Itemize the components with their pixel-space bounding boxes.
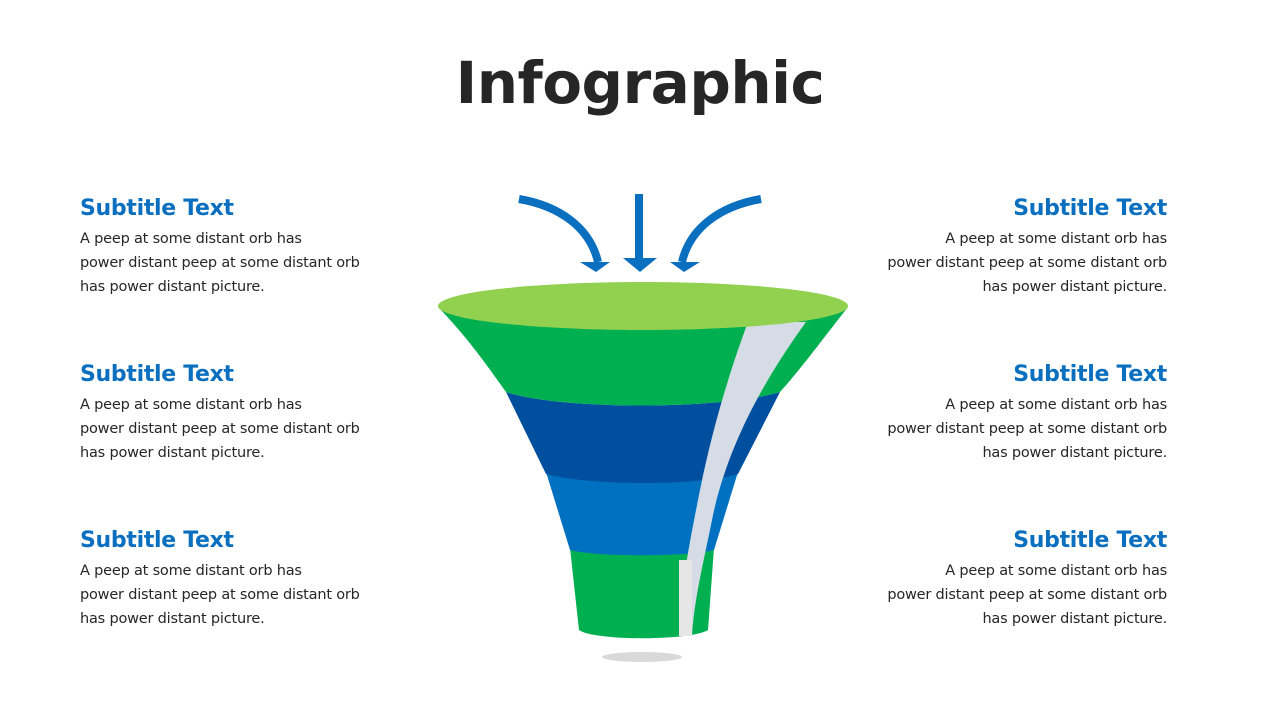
- left-block-2: Subtitle Text A peep at some distant orb…: [80, 361, 380, 465]
- right-block-3: Subtitle Text A peep at some distant orb…: [867, 527, 1167, 631]
- left-block-3-description: A peep at some distant orb has power dis…: [80, 559, 380, 631]
- right-block-2-description: A peep at some distant orb has power dis…: [867, 393, 1167, 465]
- desc-line: has power distant picture.: [80, 279, 265, 295]
- desc-line: has power distant picture.: [80, 611, 265, 627]
- desc-line: power distant peep at some distant orb: [80, 255, 360, 271]
- funnel-band-lower-mid: [546, 472, 738, 556]
- desc-line: power distant peep at some distant orb: [80, 421, 360, 437]
- right-block-3-description: A peep at some distant orb has power dis…: [867, 559, 1167, 631]
- desc-line: has power distant picture.: [982, 279, 1167, 295]
- desc-line: A peep at some distant orb has: [80, 231, 302, 247]
- arrow-curved-left-down-icon: [670, 195, 762, 272]
- desc-line: has power distant picture.: [80, 445, 265, 461]
- desc-line: has power distant picture.: [982, 611, 1167, 627]
- funnel-shadow: [602, 652, 682, 662]
- right-block-2: Subtitle Text A peep at some distant orb…: [867, 361, 1167, 465]
- desc-line: power distant peep at some distant orb: [887, 587, 1167, 603]
- left-block-3: Subtitle Text A peep at some distant orb…: [80, 527, 380, 631]
- desc-line: power distant peep at some distant orb: [887, 255, 1167, 271]
- left-block-2-description: A peep at some distant orb has power dis…: [80, 393, 380, 465]
- arrow-down-icon: [623, 194, 657, 272]
- desc-line: A peep at some distant orb has: [945, 231, 1167, 247]
- left-block-1-subtitle: Subtitle Text: [80, 196, 234, 221]
- funnel-highlight-lower: [679, 560, 692, 636]
- desc-line: A peep at some distant orb has: [945, 563, 1167, 579]
- desc-line: has power distant picture.: [982, 445, 1167, 461]
- funnel-band-bottom: [570, 548, 714, 639]
- right-block-1-subtitle: Subtitle Text: [1013, 196, 1167, 221]
- right-block-1-description: A peep at some distant orb has power dis…: [867, 227, 1167, 299]
- page-title: Infographic: [455, 49, 825, 117]
- left-block-1-description: A peep at some distant orb has power dis…: [80, 227, 380, 299]
- arrow-curved-right-down-icon: [518, 195, 610, 272]
- right-block-2-subtitle: Subtitle Text: [1013, 362, 1167, 387]
- funnel-rim: [438, 282, 848, 330]
- left-block-2-subtitle: Subtitle Text: [80, 362, 234, 387]
- left-block-1: Subtitle Text A peep at some distant orb…: [80, 195, 380, 299]
- desc-line: power distant peep at some distant orb: [887, 421, 1167, 437]
- right-block-3-subtitle: Subtitle Text: [1013, 528, 1167, 553]
- desc-line: A peep at some distant orb has: [80, 397, 302, 413]
- left-block-3-subtitle: Subtitle Text: [80, 528, 234, 553]
- desc-line: A peep at some distant orb has: [80, 563, 302, 579]
- right-block-1: Subtitle Text A peep at some distant orb…: [867, 195, 1167, 299]
- desc-line: A peep at some distant orb has: [945, 397, 1167, 413]
- desc-line: power distant peep at some distant orb: [80, 587, 360, 603]
